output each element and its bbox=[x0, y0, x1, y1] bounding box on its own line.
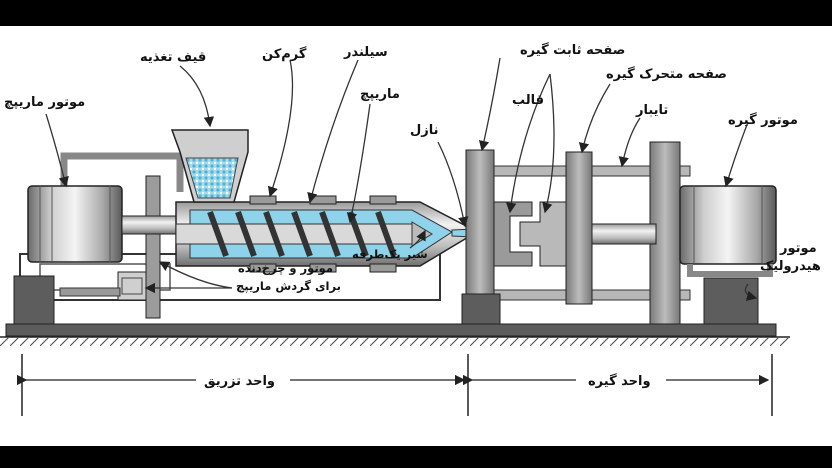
label-hydraulic-motor-1: موتور bbox=[779, 241, 817, 256]
label-screw: ماریپچ bbox=[360, 87, 400, 102]
unit-dimensions: واحد تزریق واحد گیره bbox=[16, 354, 773, 416]
label-check-valve: شیر یک‌طرفه bbox=[352, 247, 428, 261]
fixed-platen bbox=[465, 149, 495, 297]
fixed-platen-base bbox=[461, 293, 501, 325]
drive-shaft bbox=[121, 215, 181, 235]
label-nozzle: نازل bbox=[410, 123, 439, 138]
label-heater: گرم‌کن bbox=[262, 46, 307, 62]
screw-motor bbox=[27, 185, 123, 263]
label-fixed-platen: صفحه ثابت گیره bbox=[520, 42, 625, 58]
clamp-shaft bbox=[591, 223, 657, 245]
label-hydraulic-motor-2: هیدرولیک bbox=[760, 259, 821, 274]
labels: قیف تغذیه گرم‌کن سیلندر ماریپچ موتور مار… bbox=[4, 42, 821, 293]
label-cylinder: سیلندر bbox=[343, 45, 388, 60]
moving-platen bbox=[565, 151, 593, 305]
label-tie-bar: تایبار bbox=[635, 103, 668, 118]
screw bbox=[175, 210, 433, 258]
leader-lines bbox=[45, 57, 758, 301]
label-moving-platen: صفحه متحرک گیره bbox=[606, 66, 727, 82]
label-screw-motor: موتور ماریپچ bbox=[4, 95, 85, 110]
injection-base-frame bbox=[13, 253, 441, 325]
label-clamping-unit: واحد گیره bbox=[588, 373, 651, 389]
label-clamp-motor: موتور گیره bbox=[728, 112, 798, 128]
diagram-canvas: قیف تغذیه گرم‌کن سیلندر ماریپچ موتور مار… bbox=[0, 26, 832, 446]
label-gear-motor-2: برای گردش ماریپچ bbox=[236, 279, 341, 293]
label-mold: قالب bbox=[512, 93, 544, 108]
hydraulic-pipe bbox=[60, 152, 184, 192]
label-gear-motor-1: موتور و چرخ‌دنده bbox=[238, 261, 333, 276]
feed-hopper bbox=[170, 129, 249, 203]
floor bbox=[0, 323, 790, 346]
label-injection-unit: واحد تزریق bbox=[204, 374, 275, 389]
injection-molding-diagram: قیف تغذیه گرم‌کن سیلندر ماریپچ موتور مار… bbox=[0, 42, 821, 416]
gear-assembly bbox=[59, 175, 161, 319]
mold bbox=[493, 201, 567, 267]
hydraulic-motor-block bbox=[703, 277, 759, 325]
label-feed-hopper: قیف تغذیه bbox=[140, 50, 206, 65]
